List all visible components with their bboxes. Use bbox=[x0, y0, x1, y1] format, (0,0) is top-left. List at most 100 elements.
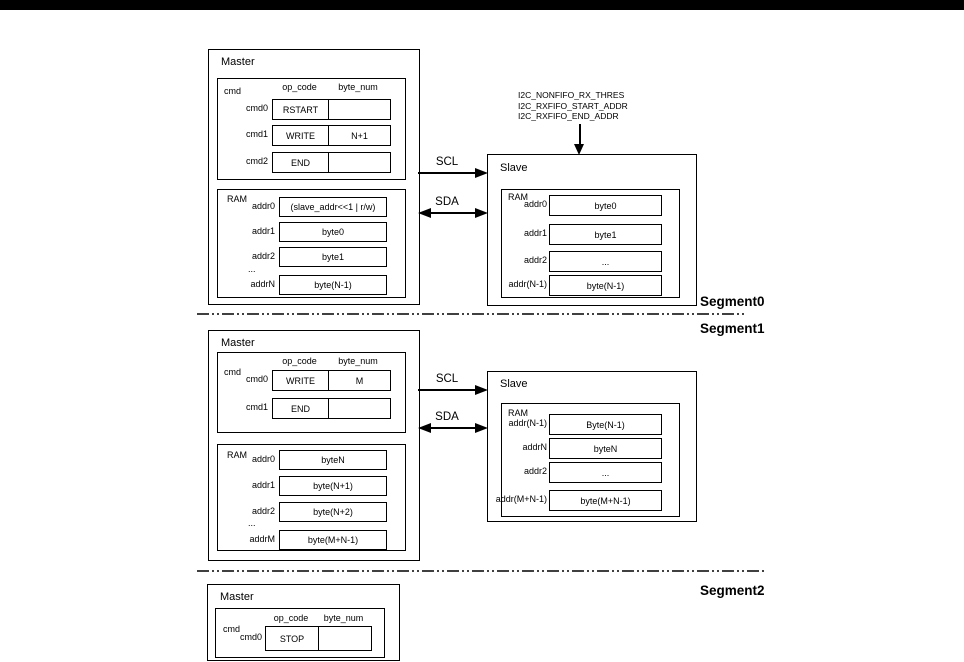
ram-row-label: addrN bbox=[250, 279, 275, 289]
ram-value-cell: byte0 bbox=[279, 222, 387, 242]
segment2-master-box: Master cmd op_code byte_num cmd0 STOP bbox=[207, 584, 400, 661]
register-name: I2C_RXFIFO_END_ADDR bbox=[518, 111, 619, 122]
sda-line bbox=[431, 427, 475, 429]
opcode-column-header: op_code bbox=[282, 82, 317, 92]
segment1-slave-ram-table: RAM addr(N-1) Byte(N-1) addrN byteN addr… bbox=[496, 403, 680, 517]
ram-row-label: addrM bbox=[249, 534, 275, 544]
sda-arrowhead-left bbox=[418, 423, 431, 433]
cmd-row-label: cmd0 bbox=[245, 374, 268, 384]
sda-arrowhead-right bbox=[475, 423, 488, 433]
bytenum-cell: M bbox=[355, 375, 364, 386]
scl-line bbox=[418, 172, 475, 174]
ram-table-label: RAM bbox=[508, 408, 528, 418]
cmd-row-label: cmd1 bbox=[245, 402, 268, 412]
bytenum-cell bbox=[329, 399, 390, 418]
ram-value-cell: byte(N+1) bbox=[279, 476, 387, 496]
bytenum-cell bbox=[329, 153, 390, 172]
cmd-row-label: cmd0 bbox=[239, 632, 262, 642]
sda-arrowhead-right bbox=[475, 208, 488, 218]
cmd-row: WRITE M bbox=[272, 370, 391, 391]
cmd-row-label: cmd0 bbox=[245, 103, 268, 113]
ram-value-cell: byte(N+2) bbox=[279, 502, 387, 522]
ram-value-cell: byte(N-1) bbox=[549, 275, 662, 296]
ram-row-label: addr2 bbox=[251, 506, 275, 516]
ram-ellipsis: ... bbox=[248, 264, 256, 274]
ram-row-label: addr2 bbox=[251, 251, 275, 261]
ram-row-label: addr1 bbox=[251, 480, 275, 490]
ram-table-label: RAM bbox=[227, 450, 247, 460]
segment0-master-box: Master cmd op_code byte_num cmd0 RSTART … bbox=[208, 49, 420, 305]
ram-row-label: addr2 bbox=[523, 255, 547, 265]
segment-divider-1 bbox=[197, 570, 765, 572]
opcode-cell: WRITE bbox=[273, 371, 329, 390]
master-title: Master bbox=[221, 337, 255, 349]
cmd-table-label: cmd bbox=[224, 86, 242, 96]
segment0-slave-box: Slave RAM addr0 byte0 addr1 byte1 addr2 … bbox=[487, 154, 697, 306]
cmd-row: END bbox=[272, 398, 391, 419]
ram-row-label: addr0 bbox=[251, 454, 275, 464]
ram-row-label: addr(N-1) bbox=[508, 418, 547, 428]
sda-label: SDA bbox=[435, 196, 459, 208]
cmd-row: STOP bbox=[265, 626, 372, 651]
page-top-border bbox=[0, 0, 964, 10]
ram-row-label: addr0 bbox=[251, 201, 275, 211]
master-title: Master bbox=[220, 591, 254, 603]
segment1-master-ram-table: RAM addr0 byteN addr1 byte(N+1) addr2 by… bbox=[217, 444, 406, 551]
segment1-master-cmd-table: cmd op_code byte_num cmd0 WRITE M cmd1 E… bbox=[217, 352, 406, 433]
register-arrow-line bbox=[579, 124, 581, 144]
opcode-cell: STOP bbox=[266, 627, 319, 650]
segment0-slave-ram-table: RAM addr0 byte0 addr1 byte1 addr2 ... ad… bbox=[501, 189, 680, 298]
cmd-row: END bbox=[272, 152, 391, 173]
ram-value-cell: byte(N-1) bbox=[279, 275, 387, 295]
bytenum-column-header: byte_num bbox=[323, 613, 364, 623]
scl-label: SCL bbox=[435, 373, 459, 385]
ram-value-cell: Byte(N-1) bbox=[549, 414, 662, 435]
register-name: I2C_RXFIFO_START_ADDR bbox=[518, 100, 628, 111]
scl-label: SCL bbox=[435, 156, 459, 168]
bytenum-column-header: byte_num bbox=[338, 356, 378, 366]
segment1-slave-box: Slave RAM addr(N-1) Byte(N-1) addrN byte… bbox=[487, 371, 697, 522]
segment2-label: Segment2 bbox=[700, 583, 765, 598]
sda-line bbox=[431, 212, 475, 214]
ram-value-cell: byte0 bbox=[549, 195, 662, 216]
ram-table-label: RAM bbox=[227, 194, 247, 204]
scl-arrowhead bbox=[475, 168, 488, 178]
sda-label: SDA bbox=[435, 411, 459, 423]
ram-value-cell: byte(M+N-1) bbox=[279, 530, 387, 550]
opcode-cell: RSTART bbox=[273, 100, 329, 119]
ram-ellipsis: ... bbox=[248, 518, 256, 528]
ram-row-label: addr2 bbox=[523, 466, 547, 476]
register-arrowhead bbox=[574, 144, 584, 155]
ram-row-label: addr(M+N-1) bbox=[495, 494, 547, 504]
segment0-master-cmd-table: cmd op_code byte_num cmd0 RSTART cmd1 WR… bbox=[217, 78, 406, 180]
segment2-master-cmd-table: cmd op_code byte_num cmd0 STOP bbox=[215, 608, 385, 658]
ram-value-cell: byte1 bbox=[549, 224, 662, 245]
segment1-master-box: Master cmd op_code byte_num cmd0 WRITE M… bbox=[208, 330, 420, 561]
ram-value-cell: byte1 bbox=[279, 247, 387, 267]
ram-value-cell: ... bbox=[549, 462, 662, 483]
opcode-cell: END bbox=[273, 153, 329, 172]
cmd-row-label: cmd2 bbox=[245, 156, 268, 166]
ram-value-cell: byteN bbox=[549, 438, 662, 459]
bytenum-cell bbox=[329, 100, 390, 119]
segment0-label: Segment0 bbox=[700, 294, 765, 309]
scl-arrowhead bbox=[475, 385, 488, 395]
ram-value-cell: byte(M+N-1) bbox=[549, 490, 662, 511]
sda-arrowhead-left bbox=[418, 208, 431, 218]
bytenum-column-header: byte_num bbox=[338, 82, 378, 92]
ram-value-cell: byteN bbox=[279, 450, 387, 470]
cmd-row: WRITE N+1 bbox=[272, 125, 391, 146]
ram-row-label: addr(N-1) bbox=[508, 279, 547, 289]
bytenum-cell bbox=[319, 627, 371, 650]
slave-title: Slave bbox=[500, 162, 528, 174]
register-name: I2C_NONFIFO_RX_THRES bbox=[518, 90, 625, 100]
slave-title: Slave bbox=[500, 378, 528, 390]
ram-row-label: addrN bbox=[522, 442, 547, 452]
cmd-row-label: cmd1 bbox=[245, 129, 268, 139]
slave-config-registers: I2C_NONFIFO_RX_THRES I2C_RXFIFO_START_AD… bbox=[518, 90, 628, 122]
opcode-cell: WRITE bbox=[273, 126, 329, 145]
segment0-master-ram-table: RAM addr0 (slave_addr<<1 | r/w) addr1 by… bbox=[217, 189, 406, 298]
opcode-column-header: op_code bbox=[273, 613, 309, 623]
segment-divider-0 bbox=[197, 313, 745, 315]
